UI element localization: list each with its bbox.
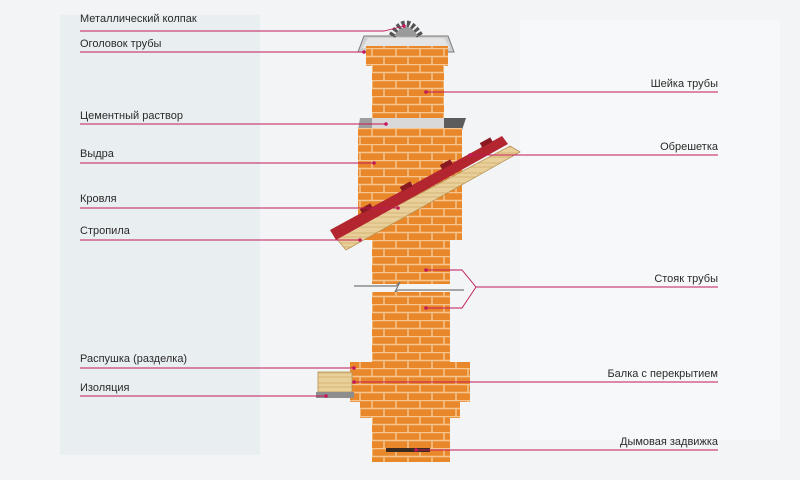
label-cement-mortar: Цементный раствор bbox=[80, 110, 183, 122]
leader-lines-right bbox=[354, 91, 718, 451]
bg-panel-left bbox=[60, 15, 260, 455]
base-lower-shape bbox=[372, 418, 450, 462]
chimney-head-shape bbox=[366, 46, 448, 66]
smoke-damper-shape bbox=[386, 448, 430, 452]
insulation-shape bbox=[316, 392, 354, 398]
label-metal-cap: Металлический колпак bbox=[80, 13, 197, 25]
beam-shape bbox=[317, 371, 353, 393]
label-rafters: Стропила bbox=[80, 225, 130, 237]
label-otter: Выдра bbox=[80, 148, 114, 160]
label-insulation: Изоляция bbox=[80, 382, 130, 394]
label-lathing: Обрешетка bbox=[660, 141, 718, 153]
label-chimney-head: Оголовок трубы bbox=[80, 38, 162, 50]
label-beam-with-ceiling: Балка с перекрытием bbox=[607, 368, 718, 380]
leader-lines-left bbox=[80, 25, 405, 397]
rafters-shape bbox=[335, 145, 521, 251]
riser-lower-shape bbox=[372, 292, 450, 362]
bg-panel-right bbox=[520, 20, 780, 440]
break-mark bbox=[354, 281, 464, 295]
base-upper-shape bbox=[360, 402, 460, 418]
cement-mortar-right bbox=[444, 118, 466, 130]
roofing-shape bbox=[330, 136, 508, 240]
label-chimney-riser: Стояк трубы bbox=[654, 273, 718, 285]
riser-upper-shape bbox=[372, 240, 450, 284]
label-roofing: Кровля bbox=[80, 193, 117, 205]
label-smoke-damper: Дымовая задвижка bbox=[620, 436, 718, 448]
label-fluffing: Распушка (разделка) bbox=[80, 353, 188, 365]
cement-mortar-shape bbox=[372, 118, 444, 128]
leader-dots-right bbox=[352, 90, 472, 452]
label-chimney-neck: Шейка трубы bbox=[650, 78, 718, 90]
leader-dots-left bbox=[324, 24, 406, 398]
